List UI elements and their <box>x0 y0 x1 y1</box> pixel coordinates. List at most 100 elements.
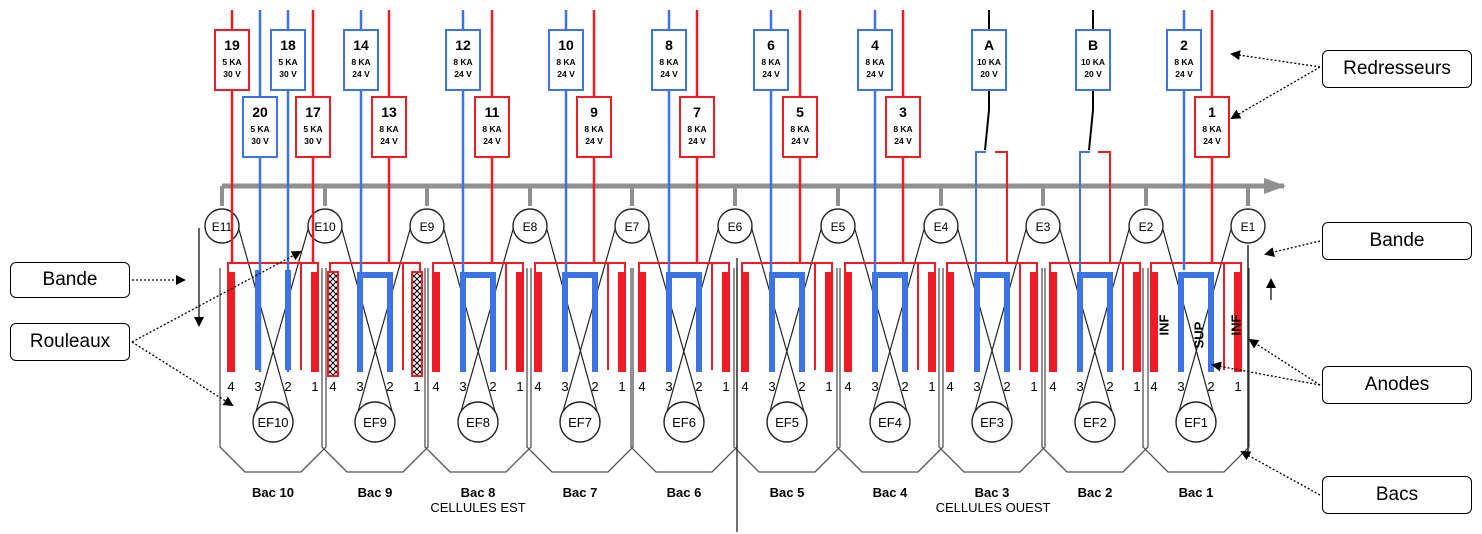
rectifier-current: 8 KA <box>790 124 809 134</box>
rectifier-number: 1 <box>1208 104 1216 120</box>
rectifier-number: 5 <box>796 104 804 120</box>
bac-outline <box>1041 268 1149 473</box>
anode-number: 2 <box>1003 379 1010 394</box>
rectifier-box <box>753 29 789 91</box>
anode-number: 4 <box>227 379 234 394</box>
rectifier-voltage: 24 V <box>1203 136 1221 146</box>
top-roller-label: E7 <box>625 220 640 234</box>
rectifier-voltage: 24 V <box>791 136 809 146</box>
anode-number: 4 <box>432 379 439 394</box>
anode-inf <box>928 272 936 372</box>
bac-label: Bac 9 <box>358 485 393 500</box>
rectifier-voltage: 24 V <box>585 136 603 146</box>
bottom-roller-label: EF3 <box>980 415 1004 430</box>
top-roller-label: E4 <box>934 220 949 234</box>
anode-number: 1 <box>1030 379 1037 394</box>
rectifier-number: 9 <box>590 104 598 120</box>
anode-number: 4 <box>1150 379 1157 394</box>
rectifier-current: 8 KA <box>687 124 706 134</box>
anode-inf <box>534 272 542 372</box>
rectifier-number: A <box>984 37 994 53</box>
bac-outline <box>424 268 532 473</box>
callout-bacs: Bacs <box>1322 476 1472 514</box>
bottom-roller-label: EF6 <box>672 415 696 430</box>
top-roller <box>1128 208 1164 244</box>
bottom-roller <box>1175 401 1217 443</box>
rectifier-B: B 10 KA 20 V <box>1075 29 1111 91</box>
rectifier-number: 7 <box>693 104 701 120</box>
bac-outline <box>938 268 1046 473</box>
anode-sup <box>1178 272 1214 372</box>
anode-number: 1 <box>1234 379 1241 394</box>
anode-number: 1 <box>311 379 318 394</box>
anode-number: 2 <box>798 379 805 394</box>
anode-label-sup: SUP <box>1191 321 1206 348</box>
red-busbar <box>946 262 1038 370</box>
anode-number: 1 <box>516 379 523 394</box>
leader-rouleaux <box>131 341 234 407</box>
rectifier-voltage: 24 V <box>483 136 501 146</box>
anode-number: 3 <box>1177 379 1184 394</box>
callout-bande-left: Bande <box>10 262 130 298</box>
rectifier-current: 8 KA <box>893 124 912 134</box>
rectifier-number: 18 <box>280 37 296 53</box>
anode-inf <box>638 272 646 372</box>
anode-number: 4 <box>946 379 953 394</box>
top-roller <box>512 208 548 244</box>
anode-sup <box>562 272 598 372</box>
anode-inf <box>311 272 319 372</box>
leader-bacs <box>1240 451 1321 496</box>
rectifier-current: 8 KA <box>1202 124 1221 134</box>
anode-inf <box>516 272 524 372</box>
anode-sup <box>666 272 702 372</box>
top-roller-label: E10 <box>314 220 336 234</box>
rectifier-voltage: 24 V <box>1175 69 1193 79</box>
bac-label: Bac 7 <box>563 485 598 500</box>
rectifier-current: 8 KA <box>1174 57 1193 67</box>
rectifier-box <box>214 29 250 91</box>
rectifier-number: 20 <box>252 104 268 120</box>
rectifier-current: 8 KA <box>556 57 575 67</box>
top-roller-label: E5 <box>831 220 846 234</box>
rectifier-number: B <box>1088 37 1098 53</box>
rectifier-voltage: 30 V <box>223 69 241 79</box>
callout-rouleaux: Rouleaux <box>10 323 130 361</box>
bac-outline <box>836 268 944 473</box>
rectifier-voltage: 24 V <box>894 136 912 146</box>
rectifier-voltage: 24 V <box>380 136 398 146</box>
bottom-roller-label: EF10 <box>257 415 288 430</box>
anode-number: 3 <box>356 379 363 394</box>
leader-anodes <box>1211 361 1321 386</box>
group-label-ouest: CELLULES OUEST <box>936 500 1051 515</box>
rectifier-cable <box>984 90 990 151</box>
top-roller-label: E9 <box>420 220 435 234</box>
anode-number: 1 <box>413 379 420 394</box>
anode-hatched <box>411 271 423 377</box>
rectifier-box <box>651 29 687 91</box>
rectifier-5: 5 8 KA 24 V <box>782 96 818 158</box>
rectifier-current: 8 KA <box>482 124 501 134</box>
bottom-roller-label: EF2 <box>1083 415 1107 430</box>
top-roller <box>1230 208 1266 244</box>
callout-redresseurs: Redresseurs <box>1322 50 1472 88</box>
rectifier-current: 10 KA <box>1081 57 1105 67</box>
bac-label: Bac 1 <box>1179 485 1214 500</box>
callout-bande-right: Bande <box>1322 222 1472 260</box>
bac-label: Bac 2 <box>1078 485 1113 500</box>
anode-number: 3 <box>973 379 980 394</box>
anode-number: 2 <box>1106 379 1113 394</box>
top-roller <box>409 208 445 244</box>
top-roller <box>614 208 650 244</box>
top-roller-label: E6 <box>728 220 743 234</box>
rectifier-number: 19 <box>224 37 240 53</box>
anode-sup <box>460 272 496 372</box>
anode-number: 4 <box>741 379 748 394</box>
anode-inf <box>825 272 833 372</box>
anode-inf <box>722 272 730 372</box>
rectifier-voltage: 20 V <box>1084 69 1102 79</box>
anode-number: 3 <box>871 379 878 394</box>
